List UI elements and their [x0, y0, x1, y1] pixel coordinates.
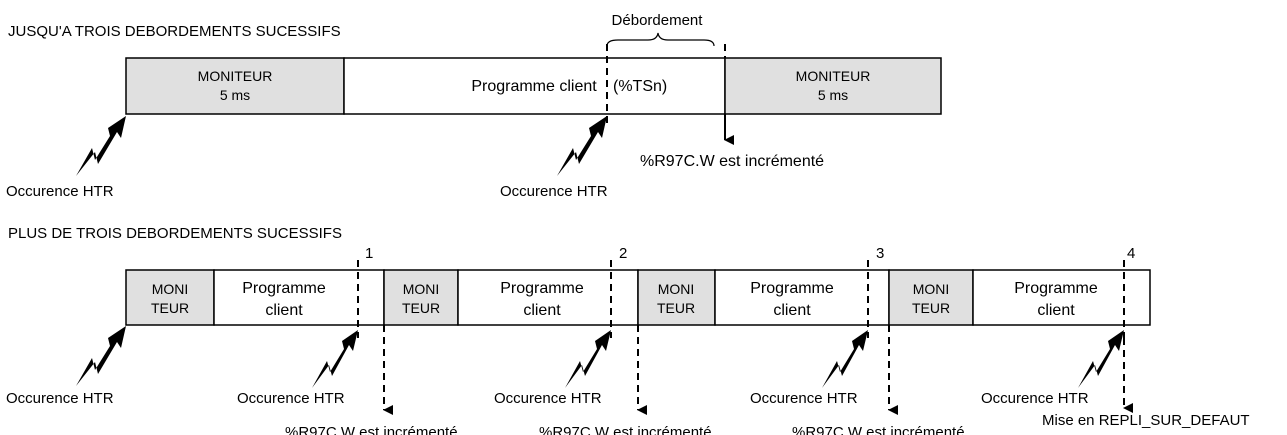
lightning-icon: [1078, 330, 1124, 388]
program-client-box: [972, 269, 1151, 326]
monitor-label-line2: TEUR: [402, 300, 440, 316]
program-label-line2: client: [265, 302, 303, 319]
monitor-label-line1: MONITEUR: [198, 68, 273, 84]
lightning-icon: [76, 116, 126, 176]
overflow-number: 4: [1127, 245, 1135, 262]
overflow-number: 1: [365, 245, 373, 262]
monitor-box: [383, 269, 459, 326]
lightning-icon: [822, 330, 868, 388]
occurrence-htr-label: Occurence HTR: [981, 390, 1089, 407]
occurrence-htr-label: Occurence HTR: [494, 390, 602, 407]
monitor-label-line2: TEUR: [912, 300, 950, 316]
program-label-line2: client: [1037, 302, 1075, 319]
increment-label: %R97C.W est incrémenté: [640, 153, 824, 170]
increment-label: %R97C.W est incrémenté: [792, 424, 965, 435]
overflow-number: 2: [619, 245, 627, 262]
program-client-label: Programme client: [471, 78, 597, 95]
monitor-label-line2: 5 ms: [818, 87, 848, 103]
monitor-label-line1: MONI: [152, 281, 189, 297]
occurrence-htr-label: Occurence HTR: [500, 183, 608, 200]
fallback-label: Mise en REPLI_SUR_DEFAUT: [1042, 412, 1250, 429]
occurrence-htr-label: Occurence HTR: [237, 390, 345, 407]
program-client-box: [714, 269, 890, 326]
monitor-box: [125, 57, 345, 115]
monitor-label-line1: MONI: [658, 281, 695, 297]
program-client-box: [343, 57, 726, 115]
lightning-icon: [557, 116, 607, 176]
occurrence-htr-label: Occurence HTR: [6, 183, 114, 200]
overflow-number: 3: [876, 245, 884, 262]
increment-label: %R97C.W est incrémenté: [285, 424, 458, 435]
increment-label: %R97C.W est incrémenté: [539, 424, 712, 435]
lightning-icon: [565, 330, 611, 388]
monitor-box: [724, 57, 942, 115]
monitor-label-line1: MONI: [403, 281, 440, 297]
lightning-icon: [76, 326, 126, 386]
program-label-line1: Programme: [500, 280, 584, 297]
program-label-line1: Programme: [750, 280, 834, 297]
monitor-label-line2: TEUR: [151, 300, 189, 316]
occurrence-htr-label: Occurence HTR: [6, 390, 114, 407]
occurrence-htr-label: Occurence HTR: [750, 390, 858, 407]
program-label-line1: Programme: [242, 280, 326, 297]
tsn-label: (%TSn): [613, 78, 667, 95]
monitor-box: [888, 269, 974, 326]
overflow-label: Débordement: [612, 12, 704, 29]
monitor-label-line1: MONITEUR: [796, 68, 871, 84]
program-label-line2: client: [523, 302, 561, 319]
monitor-label-line2: 5 ms: [220, 87, 250, 103]
section2-title: PLUS DE TROIS DEBORDEMENTS SUCESSIFS: [8, 225, 342, 242]
program-label-line1: Programme: [1014, 280, 1098, 297]
monitor-label-line2: TEUR: [657, 300, 695, 316]
monitor-box: [637, 269, 716, 326]
section1-title: JUSQU'A TROIS DEBORDEMENTS SUCESSIFS: [8, 23, 341, 40]
program-client-box: [457, 269, 639, 326]
lightning-icon: [312, 330, 358, 388]
overflow-brace: [606, 32, 715, 47]
monitor-box: [125, 269, 215, 326]
program-label-line2: client: [773, 302, 811, 319]
monitor-label-line1: MONI: [913, 281, 950, 297]
